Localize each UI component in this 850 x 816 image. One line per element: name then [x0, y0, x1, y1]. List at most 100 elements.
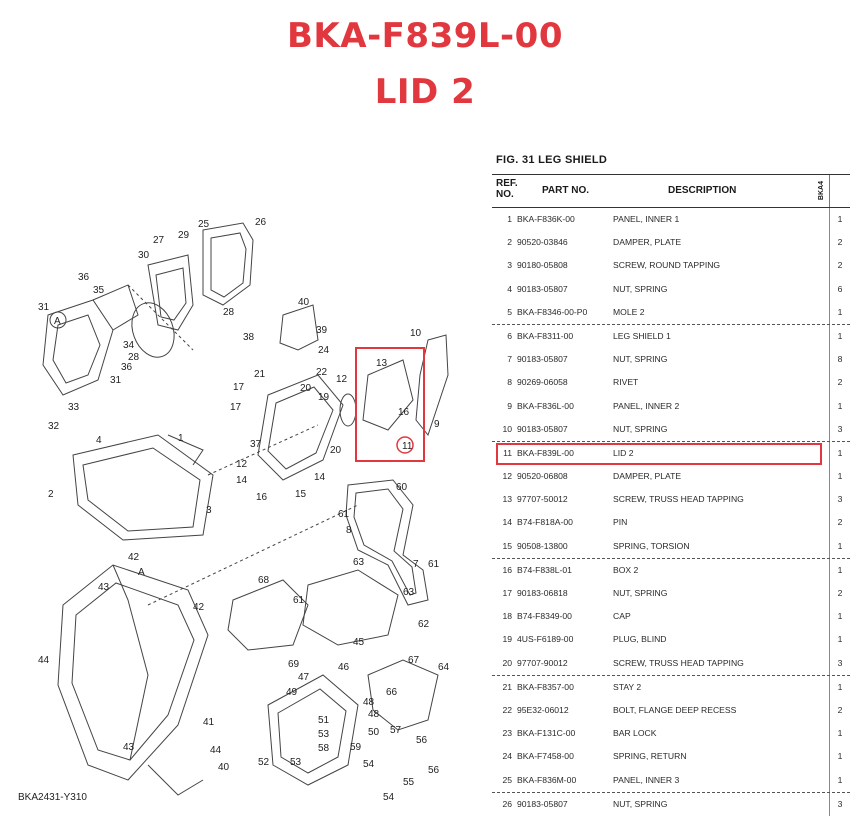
diagram-label: 12 — [336, 374, 348, 385]
ref-no-cell: 18 — [502, 611, 512, 622]
part-no-cell: 90183-06818 — [517, 588, 568, 598]
diagram-label: 9 — [434, 419, 440, 430]
ref-no-cell: 6 — [507, 330, 512, 341]
part-name-heading: LID 2 — [374, 72, 476, 112]
qty-cell: 1 — [837, 330, 843, 341]
ref-no-cell: 12 — [502, 471, 512, 482]
diagram-label: 17 — [233, 382, 245, 393]
part-code-heading: BKA-F839L-00 — [287, 16, 563, 56]
description-cell: DAMPER, PLATE — [613, 471, 682, 482]
diagram-label: 43 — [98, 582, 110, 593]
ref-no-cell: 13 — [502, 494, 512, 505]
part-no-cell: BKA-F131C-00 — [517, 728, 576, 739]
part-no-cell: 90183-05807 — [517, 423, 568, 434]
diagram-label: 66 — [386, 687, 398, 698]
diagram-label: 20 — [330, 445, 342, 456]
ref-no-cell: 14 — [502, 517, 512, 528]
col-part-no: PART NO. — [542, 185, 590, 196]
ref-no-cell: 3 — [507, 260, 512, 271]
diagram-label: 40 — [218, 762, 230, 773]
qty-cell: 1 — [837, 774, 843, 785]
ref-no-cell: 22 — [502, 704, 512, 715]
diagram-label: 11 — [402, 441, 413, 452]
diagram-label: 63 — [353, 557, 365, 568]
part-no-cell: BKA-F836M-00 — [517, 774, 577, 785]
diagram-label: 63 — [403, 587, 415, 598]
ref-no-cell: 10 — [502, 423, 512, 434]
diagram-label: 57 — [390, 725, 402, 736]
diagram-label: 39 — [316, 325, 328, 336]
description-cell: NUT, SPRING — [613, 283, 668, 294]
exploded-parts-diagram: 11 13 16 9 10 12 25 26 27 30 29 28 28 31… — [18, 217, 450, 803]
description-cell: SCREW, TRUSS HEAD TAPPING — [613, 657, 744, 668]
diagram-label: 28 — [223, 307, 235, 318]
diagram-label: A — [138, 567, 145, 578]
diagram-label: 42 — [128, 552, 140, 563]
qty-cell: 1 — [837, 306, 843, 317]
description-cell: LID 2 — [613, 447, 634, 458]
diagram-label: 10 — [410, 328, 422, 339]
diagram-label: 56 — [428, 765, 440, 776]
diagram-label: 45 — [353, 637, 365, 648]
part-no-cell: BKA-F8311-00 — [517, 330, 574, 341]
diagram-label: 34 — [123, 340, 135, 351]
qty-cell: 1 — [837, 400, 843, 411]
qty-cell: 2 — [837, 260, 843, 271]
qty-cell: 2 — [837, 517, 843, 528]
qty-cell: 2 — [837, 377, 843, 388]
diagram-label: 29 — [178, 230, 190, 241]
ref-no-cell: 5 — [507, 306, 512, 317]
ref-no-cell: 20 — [502, 657, 512, 668]
diagram-label: 1 — [178, 433, 184, 444]
description-cell: LEG SHIELD 1 — [613, 330, 671, 341]
diagram-label: 26 — [255, 217, 267, 228]
diagram-label: 25 — [198, 219, 210, 230]
diagram-label: A — [54, 316, 61, 327]
description-cell: PANEL, INNER 1 — [613, 214, 680, 224]
part-no-cell: 97707-90012 — [517, 657, 568, 668]
qty-cell: 1 — [837, 751, 843, 762]
qty-cell: 2 — [837, 704, 843, 715]
part-no-cell: BKA-F836K-00 — [517, 214, 575, 224]
description-cell: SCREW, TRUSS HEAD TAPPING — [613, 494, 744, 505]
part-no-cell: BKA-F8357-00 — [517, 681, 574, 692]
ref-no-cell: 24 — [502, 751, 512, 762]
diagram-label: 37 — [250, 439, 262, 450]
part-no-cell: B74-F838L-01 — [517, 564, 572, 575]
diagram-label: 20 — [300, 383, 312, 394]
ref-no-cell: 4 — [507, 283, 512, 294]
qty-cell: 3 — [837, 657, 843, 668]
diagram-label: 40 — [298, 297, 310, 308]
qty-cell: 2 — [837, 588, 843, 598]
diagram-label: 3 — [206, 505, 212, 516]
diagram-label: 17 — [230, 402, 242, 413]
diagram-label: 43 — [123, 742, 135, 753]
diagram-label: 60 — [396, 482, 408, 493]
diagram-label: 50 — [368, 727, 380, 738]
qty-cell: 1 — [837, 681, 843, 692]
diagram-label: 58 — [318, 743, 330, 754]
diagram-label: 7 — [413, 559, 419, 570]
diagram-label: 44 — [38, 655, 50, 666]
ref-no-cell: 8 — [507, 377, 512, 388]
col-qty: BKA4 — [818, 181, 825, 201]
diagram-label: 48 — [363, 697, 375, 708]
part-no-cell: 90180-05808 — [517, 260, 568, 271]
ref-no-cell: 7 — [507, 354, 512, 365]
diagram-label: 38 — [243, 332, 255, 343]
diagram-label: 44 — [210, 745, 222, 756]
qty-cell: 6 — [837, 283, 843, 294]
part-no-cell: 90269-06058 — [517, 377, 568, 388]
